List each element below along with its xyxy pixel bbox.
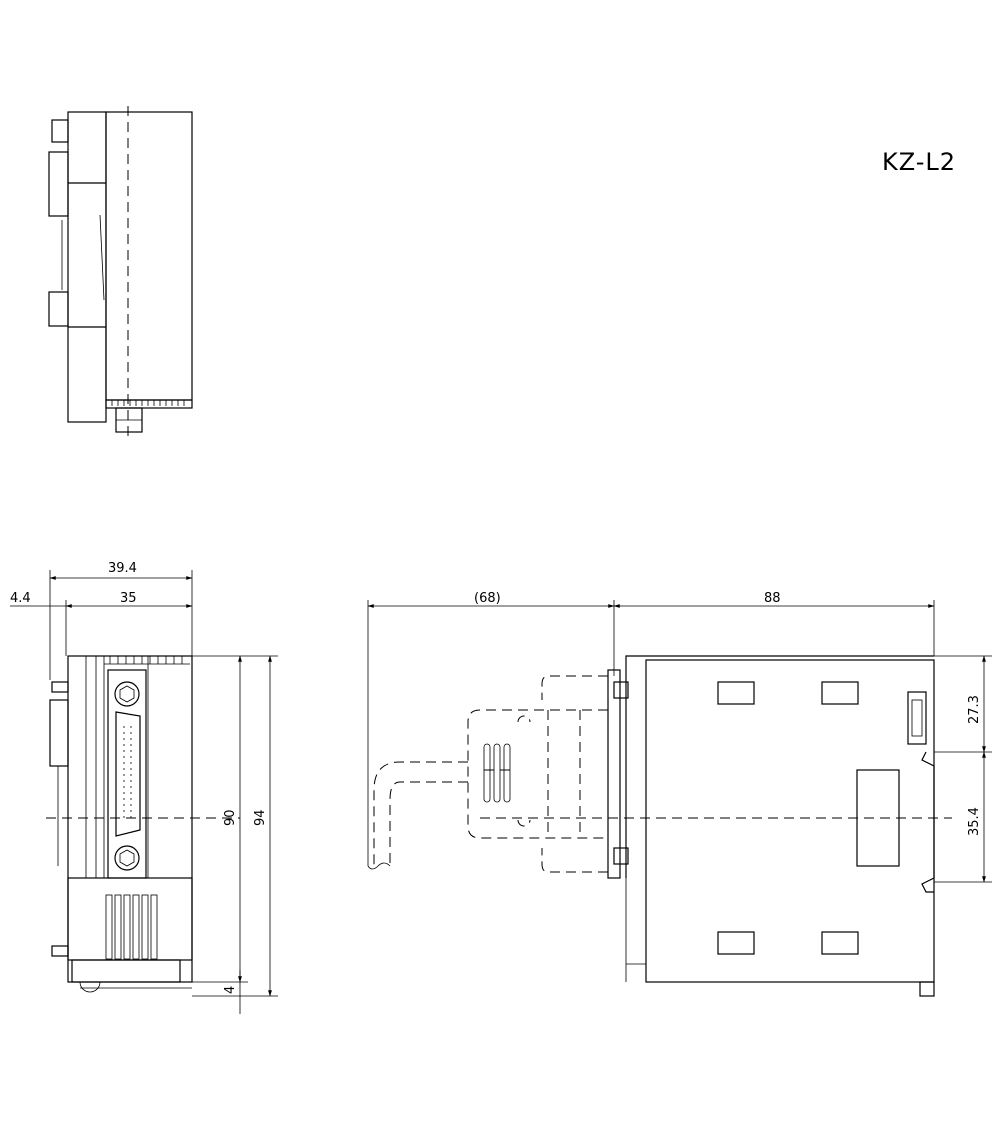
front-view-dimensions	[10, 570, 278, 1014]
front-view	[46, 655, 240, 993]
dim-bottom-offset: 4	[223, 986, 238, 994]
dim-cable-length: (68)	[474, 591, 501, 606]
dim-height-body: 90	[223, 809, 238, 826]
dim-width-body: 35	[120, 591, 137, 606]
dim-top-segment: 27.3	[967, 695, 982, 724]
dim-depth: 88	[764, 591, 781, 606]
dim-mid-segment: 35.4	[967, 807, 982, 836]
dim-width-overall: 39.4	[108, 561, 137, 576]
side-view	[367, 655, 952, 997]
dim-height-overall: 94	[253, 809, 268, 826]
dim-offset-left: 4.4	[10, 591, 31, 606]
side-view-dimensions	[367, 600, 992, 883]
top-view	[48, 106, 193, 440]
model-title: KZ-L2	[882, 148, 956, 176]
